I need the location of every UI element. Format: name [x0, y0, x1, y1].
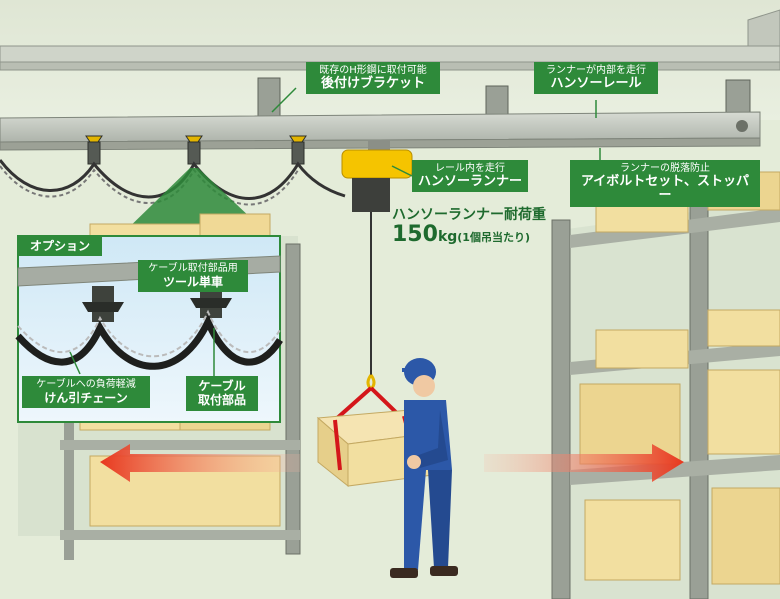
hoist: [341, 140, 413, 392]
traction-chain-line2: けん引チェーン: [44, 391, 128, 405]
load-unit: kg: [437, 229, 458, 245]
inset-title: オプション: [18, 236, 102, 257]
stopper-label: ランナーの脱落防止 アイボルトセット、ストッパー: [570, 160, 760, 208]
right-arrow: [484, 444, 684, 482]
rail-label: ランナーが内部を走行 ハンソーレール: [534, 62, 658, 95]
runner-label: レール内を走行 ハンソーランナー: [412, 160, 528, 193]
load-rating: 150kg(1個吊当たり): [392, 222, 530, 247]
shelf-right: [551, 171, 780, 599]
tool-trolley-line1: ケーブル取付部品用: [148, 263, 238, 274]
traction-chain-label: ケーブルへの負荷軽減 けん引チェーン: [22, 376, 150, 409]
eyebolt-stopper: [736, 120, 748, 132]
bracket-label-line1: 既存のH形鋼に取付可能: [319, 65, 427, 76]
retrofit-brackets: [257, 77, 751, 121]
runner-label-line1: レール内を走行: [435, 163, 505, 174]
worker: [390, 358, 458, 578]
bracket-label-line2: 後付けブラケット: [320, 75, 425, 91]
rail-label-line2: ハンソーレール: [550, 75, 642, 91]
tool-trolley-line2: ツール単車: [162, 275, 223, 289]
load-value: 150: [392, 222, 438, 247]
cable-part-line2: 取付部品: [197, 393, 246, 408]
left-arrow: [100, 444, 300, 482]
runner-label-line2: ハンソーランナー: [418, 173, 523, 189]
tool-trolley-label: ケーブル取付部品用 ツール単車: [138, 260, 248, 293]
load-title: ハンソーランナー耐荷重: [392, 207, 546, 223]
cable-part-label: ケーブル 取付部品: [186, 376, 258, 411]
rail-label-line1: ランナーが内部を走行: [546, 65, 646, 76]
load-note: (1個吊当たり): [457, 231, 530, 244]
stopper-label-line1: ランナーの脱落防止: [620, 163, 710, 174]
bracket-label: 既存のH形鋼に取付可能 後付けブラケット: [306, 62, 440, 95]
stopper-label-line2: アイボルトセット、ストッパー: [580, 173, 750, 204]
cable-part-line1: ケーブル: [198, 379, 246, 393]
traction-chain-line1: ケーブルへの負荷軽減: [36, 379, 136, 390]
